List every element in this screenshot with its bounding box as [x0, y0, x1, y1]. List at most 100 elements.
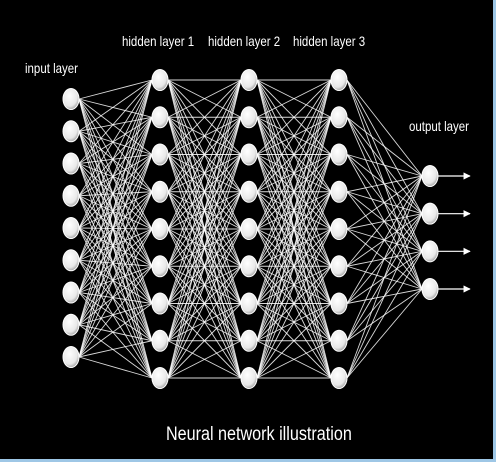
connection-line: [78, 191, 153, 197]
connection-line: [78, 154, 153, 197]
connection-line: [346, 175, 423, 341]
connection-line: [256, 79, 332, 118]
connection-line: [78, 117, 153, 261]
diagram-caption: Neural network illustration: [166, 424, 352, 445]
hidden-layer-1-label: hidden layer 1: [122, 33, 195, 49]
neuron: [330, 292, 348, 315]
connection-line: [78, 191, 153, 229]
connection-line: [78, 163, 153, 230]
hidden-layer-3-label: hidden layer 3: [293, 33, 366, 49]
neuron: [151, 218, 169, 240]
neuron: [330, 106, 348, 129]
neuron: [330, 143, 348, 166]
output-arrows: [438, 172, 471, 293]
connection-line: [78, 259, 153, 267]
neuron: [330, 69, 348, 91]
connection-line: [78, 324, 153, 379]
connection-line: [78, 324, 153, 342]
neuron: [421, 278, 439, 300]
connection-line: [78, 191, 153, 293]
connection-line: [78, 117, 153, 229]
connection-line: [256, 79, 332, 341]
connection-line: [78, 227, 153, 267]
connection-line: [167, 79, 242, 267]
connection-line: [78, 228, 153, 293]
connection-line: [78, 340, 153, 358]
connection-line: [78, 303, 153, 358]
connection-line: [78, 130, 153, 230]
neuron: [421, 240, 439, 263]
connection-line: [346, 175, 423, 304]
connection-line: [78, 191, 153, 261]
connection-line: [78, 154, 153, 229]
neuron: [240, 292, 258, 315]
neuron: [330, 180, 348, 203]
connection-line: [167, 79, 242, 379]
connection-line: [167, 228, 242, 379]
neuron: [240, 69, 258, 91]
connection-line: [78, 79, 153, 325]
connection-line: [78, 259, 153, 304]
connection-line: [78, 191, 153, 358]
neuron: [240, 329, 258, 352]
neuron: [62, 249, 80, 272]
connection-line: [78, 116, 153, 197]
connection-line: [78, 265, 153, 293]
connection-line: [78, 259, 153, 342]
connection-line: [256, 79, 332, 267]
neuron: [240, 180, 258, 203]
connection-line: [78, 79, 153, 196]
output-layer-label: output layer: [409, 118, 470, 134]
neuron: [330, 218, 348, 240]
neuron: [421, 202, 439, 225]
neuron: [330, 367, 348, 389]
connection-line: [256, 117, 332, 379]
connection-line: [167, 79, 242, 155]
connection-line: [78, 117, 153, 325]
neuron: [62, 346, 80, 368]
neuron: [62, 217, 80, 239]
connection-line: [78, 154, 153, 293]
connection-line: [78, 292, 153, 304]
connection-line: [346, 213, 423, 379]
connection-line: [78, 131, 153, 267]
connection-line: [78, 98, 153, 230]
connection-line: [167, 154, 242, 379]
connection-line: [78, 98, 153, 193]
connection-line: [78, 79, 153, 132]
connection-line: [167, 79, 242, 192]
connection-line: [78, 79, 153, 100]
connection-line: [256, 191, 332, 379]
neuron: [330, 255, 348, 278]
neuron: [240, 218, 258, 240]
connection-line: [78, 154, 153, 358]
connection-line: [78, 117, 153, 293]
neuron: [151, 143, 169, 166]
neuron: [151, 255, 169, 278]
connection-line: [78, 163, 153, 379]
connection-line: [346, 175, 423, 193]
connection-line: [78, 265, 153, 358]
connection-line: [346, 175, 423, 267]
neuron: [62, 88, 80, 110]
connection-line: [346, 154, 423, 177]
connection-line: [78, 260, 153, 379]
connection-line: [78, 195, 153, 379]
connection-line: [167, 79, 242, 341]
connection-line: [346, 79, 423, 177]
connection-line: [78, 292, 153, 379]
connection-line: [78, 98, 153, 155]
connection-line: [78, 195, 153, 341]
connection-line: [78, 79, 153, 293]
connection-line: [78, 191, 153, 325]
connection-line: [78, 98, 153, 267]
neuron: [62, 281, 80, 304]
connection-line: [78, 227, 153, 304]
neuron: [62, 184, 80, 207]
connection-line: [78, 130, 153, 193]
connection-line: [78, 195, 153, 267]
connection-line: [167, 79, 242, 118]
connection-line: [167, 340, 242, 379]
neuron: [240, 106, 258, 129]
